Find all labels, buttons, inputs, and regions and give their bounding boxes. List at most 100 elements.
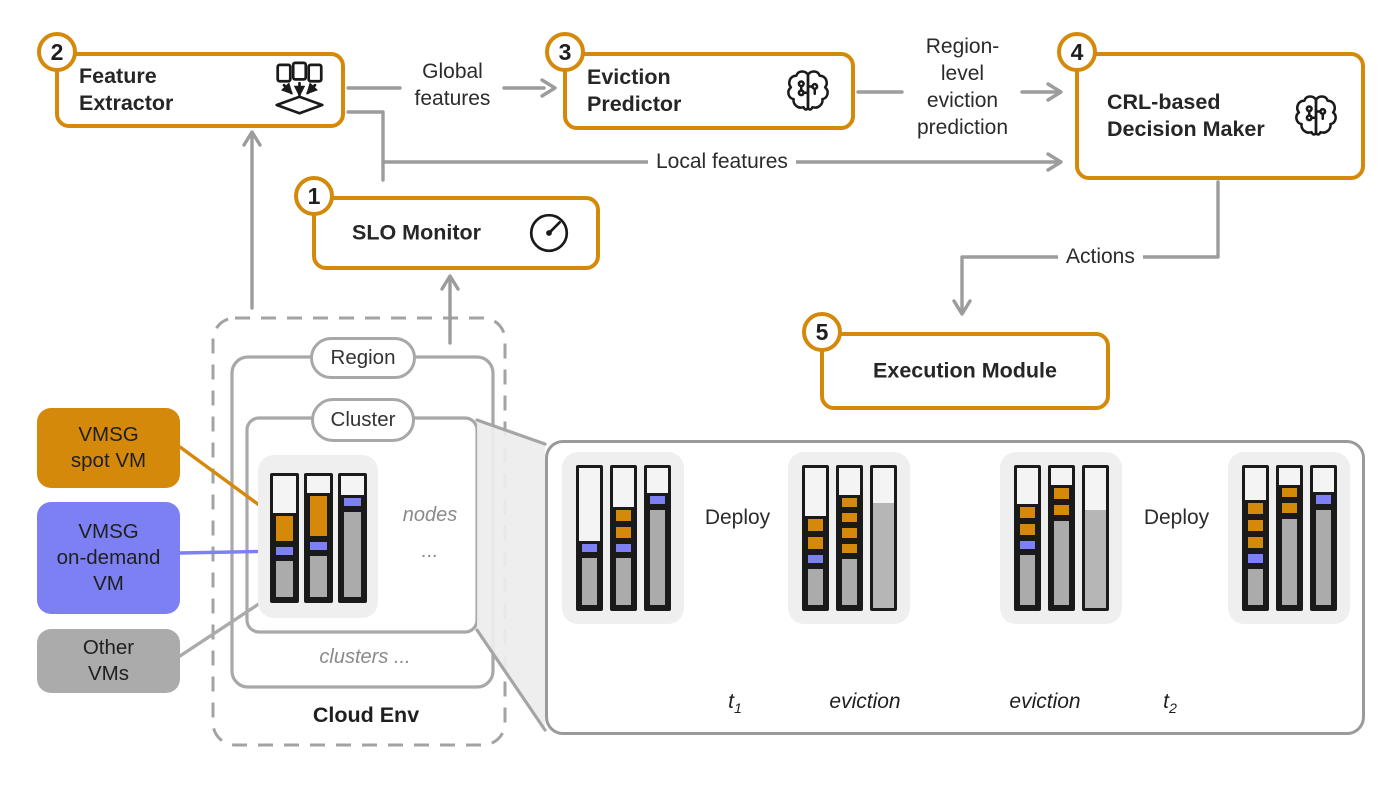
node-bar bbox=[269, 473, 299, 603]
vm-segment-orange bbox=[1278, 500, 1300, 516]
vm-segment-orange bbox=[1050, 501, 1072, 519]
vm-segment-gray_vm bbox=[1050, 518, 1072, 608]
slo-monitor-module: 1 SLO Monitor bbox=[294, 176, 600, 270]
legend-vmsg-spot-vm: VMSG spot VM bbox=[37, 408, 180, 488]
vm-segment-gray_vm bbox=[306, 552, 330, 600]
timeline-label-eviction-2: eviction bbox=[1009, 690, 1081, 713]
decision-maker-module: 4 CRL-based Decision Maker bbox=[1057, 32, 1365, 180]
vm-segment-orange bbox=[804, 533, 826, 552]
vm-segment-plain_gray bbox=[872, 503, 894, 608]
edge-label-region-prediction: Region-level eviction prediction bbox=[916, 35, 1009, 139]
legend-label-line: VMSG bbox=[78, 423, 139, 446]
vm-segment-orange bbox=[838, 540, 860, 557]
node-bar bbox=[609, 465, 637, 611]
node-bar bbox=[575, 465, 603, 611]
edge-label-global-features: Global features bbox=[414, 60, 491, 110]
vm-segment-gray_vm bbox=[612, 554, 634, 608]
deploy-label-1: Deploy bbox=[704, 506, 771, 529]
module-label: Decision Maker bbox=[1107, 117, 1265, 141]
vm-segment-blue bbox=[612, 540, 634, 555]
vm-segment-orange bbox=[804, 515, 826, 534]
vm-segment-blue bbox=[1312, 491, 1334, 508]
vm-segment-orange bbox=[838, 494, 860, 511]
vm-segment-orange bbox=[838, 510, 860, 526]
vm-segment-orange bbox=[612, 524, 634, 541]
module-label: Execution Module bbox=[873, 358, 1057, 383]
legend-label-line: Other bbox=[82, 636, 135, 659]
legend-label-line: spot VM bbox=[70, 449, 147, 472]
vm-segment-gray_vm bbox=[646, 507, 668, 608]
vm-segment-orange bbox=[1016, 521, 1038, 538]
vm-segment-orange bbox=[1278, 484, 1300, 501]
vm-segment-blue bbox=[272, 544, 296, 558]
vm-segment-gray_vm bbox=[1016, 552, 1038, 608]
gauge-icon bbox=[524, 208, 574, 258]
node-bar bbox=[337, 473, 367, 603]
vm-segment-blue bbox=[646, 493, 668, 508]
deploy-label-2: Deploy bbox=[1143, 506, 1210, 529]
cluster-state-3 bbox=[1000, 452, 1122, 624]
vm-segment-gray_vm bbox=[1278, 515, 1300, 608]
vm-segment-blue bbox=[306, 539, 330, 553]
node-bar bbox=[1081, 465, 1109, 611]
step-badge-4: 4 bbox=[1057, 32, 1097, 72]
cluster-state-1 bbox=[562, 452, 684, 624]
step-badge-5: 5 bbox=[802, 312, 842, 352]
timeline-label-t1: t1 bbox=[728, 690, 742, 718]
step-badge-2: 2 bbox=[37, 32, 77, 72]
vm-segment-blue bbox=[340, 494, 364, 510]
legend-label-line: VM bbox=[93, 572, 124, 595]
extract-icon bbox=[269, 60, 329, 120]
cluster-state-4 bbox=[1228, 452, 1350, 624]
vm-segment-orange bbox=[1244, 533, 1266, 551]
execution-module: 5 Execution Module bbox=[802, 312, 1110, 410]
clusters-label: clusters ... bbox=[319, 646, 411, 668]
node-bar bbox=[303, 473, 333, 603]
module-label: CRL-based bbox=[1107, 90, 1221, 114]
vm-segment-blue bbox=[804, 552, 826, 566]
vm-segment-gray_vm bbox=[1312, 507, 1334, 608]
module-label: Predictor bbox=[587, 92, 682, 116]
step-badge-1: 1 bbox=[294, 176, 334, 216]
node-bar bbox=[869, 465, 897, 611]
legend-label-line: VMs bbox=[88, 662, 129, 685]
vm-segment-gray_vm bbox=[804, 566, 826, 608]
module-label: SLO Monitor bbox=[352, 220, 481, 245]
node-bar bbox=[1309, 465, 1337, 611]
vm-segment-blue bbox=[1244, 550, 1266, 566]
node-bar bbox=[643, 465, 671, 611]
module-label: Feature bbox=[79, 64, 157, 88]
edge-label-actions: Actions bbox=[1058, 243, 1143, 270]
nodes-label: nodes bbox=[402, 504, 458, 526]
vm-segment-blue bbox=[578, 540, 600, 555]
vm-segment-gray_vm bbox=[1244, 566, 1266, 608]
timeline-label-eviction-1: eviction bbox=[829, 690, 901, 713]
timeline-label-t2: t2 bbox=[1163, 690, 1177, 718]
vm-segment-orange bbox=[272, 513, 296, 545]
vm-segment-orange bbox=[1244, 500, 1266, 518]
cluster-node-group bbox=[258, 455, 378, 618]
vm-segment-orange bbox=[1050, 484, 1072, 502]
legend-label-line: VMSG bbox=[78, 520, 139, 543]
vm-segment-orange bbox=[1016, 504, 1038, 522]
vm-segment-blue bbox=[1016, 538, 1038, 552]
legend-label-line: on-demand bbox=[56, 546, 161, 569]
module-label: Extractor bbox=[79, 91, 174, 115]
node-bar bbox=[1047, 465, 1075, 611]
vm-segment-orange bbox=[612, 507, 634, 525]
vm-segment-gray_vm bbox=[272, 557, 296, 600]
eviction-predictor-module: 3 Eviction Predictor bbox=[545, 32, 855, 130]
node-bar bbox=[1013, 465, 1041, 611]
cluster-state-2 bbox=[788, 452, 910, 624]
vm-segment-gray_vm bbox=[578, 554, 600, 608]
brain-icon bbox=[781, 64, 835, 118]
cloud-env-title: Cloud Env bbox=[312, 703, 420, 727]
vm-segment-orange bbox=[838, 525, 860, 541]
feature-extractor-module: 2 Feature Extractor bbox=[37, 32, 345, 128]
node-bar bbox=[801, 465, 829, 611]
vm-segment-orange bbox=[306, 493, 330, 540]
node-bar bbox=[835, 465, 863, 611]
